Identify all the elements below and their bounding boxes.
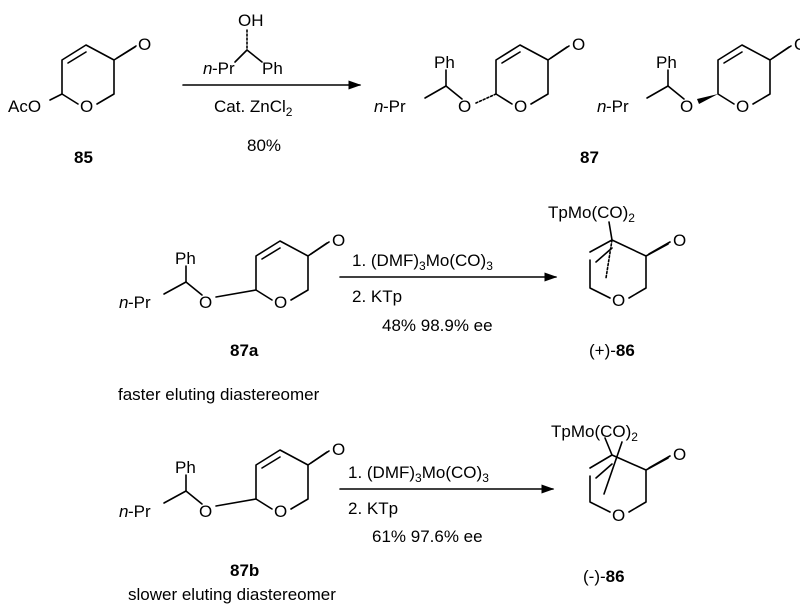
compound-87-isomer-2-structure	[646, 44, 792, 105]
ring-oxygen: O	[514, 97, 527, 116]
npr-italic: n	[597, 97, 606, 116]
ether-oxygen: O	[199, 293, 212, 312]
compound-plus-86-label: (+)-86	[589, 341, 635, 360]
phenyl-label: Ph	[262, 59, 283, 78]
complex-minus-86-structure	[589, 437, 671, 513]
ring-oxygen: O	[80, 97, 93, 116]
oxo-oxygen: O	[332, 440, 345, 459]
reagent-step2-label: 2. KTp	[352, 287, 402, 306]
compound-minus-86-label: (-)-86	[583, 567, 625, 586]
catalyst-label: Cat. ZnCl2	[214, 97, 293, 119]
ring-oxygen: O	[274, 293, 287, 312]
oxo-oxygen: O	[138, 35, 151, 54]
reagent-step1-label: 1. (DMF)3Mo(CO)3	[352, 251, 493, 273]
npr-italic: n	[203, 59, 212, 78]
alcohol-reagent-structure	[234, 29, 263, 63]
compound-85-structure	[49, 44, 137, 105]
phenyl-label: Ph	[656, 53, 677, 72]
ring-oxygen: O	[612, 506, 625, 525]
oxo-oxygen: O	[673, 445, 686, 464]
oxo-oxygen: O	[794, 35, 800, 54]
compound-87b-label: 87b	[230, 561, 259, 580]
yield-label: 80%	[247, 136, 281, 155]
compound-85-label: 85	[74, 148, 93, 167]
npr-italic: n	[119, 293, 128, 312]
acetoxy-label: AcO	[8, 97, 41, 116]
tpmo-label: TpMo(CO)2	[548, 203, 635, 225]
npr-italic: n	[119, 502, 128, 521]
yield-ee-label: 48% 98.9% ee	[382, 316, 493, 335]
phenyl-label: Ph	[434, 53, 455, 72]
ring-oxygen: O	[274, 502, 287, 521]
npr-label: -Pr	[128, 293, 151, 312]
compound-87b-structure	[163, 449, 330, 510]
npr-label: -Pr	[606, 97, 629, 116]
slower-eluting-note: slower eluting diastereomer	[128, 585, 336, 604]
reagent-step2-label: 2. KTp	[348, 499, 398, 518]
ether-oxygen: O	[458, 97, 471, 116]
npr-italic: n	[374, 97, 383, 116]
phenyl-label: Ph	[175, 458, 196, 477]
oxo-oxygen: O	[572, 35, 585, 54]
npr-label: -Pr	[383, 97, 406, 116]
hydroxyl-label: OH	[238, 11, 264, 30]
faster-eluting-note: faster eluting diastereomer	[118, 385, 320, 404]
complex-plus-86-structure	[589, 221, 671, 299]
npr-label: -Pr	[212, 59, 235, 78]
npr-label: -Pr	[128, 502, 151, 521]
ring-oxygen: O	[612, 291, 625, 310]
compound-87a-structure	[163, 240, 330, 301]
compound-87-isomer-1-structure	[424, 44, 570, 105]
oxo-oxygen: O	[332, 231, 345, 250]
ring-oxygen: O	[736, 97, 749, 116]
compound-87-label: 87	[580, 148, 599, 167]
ether-oxygen: O	[680, 97, 693, 116]
tpmo-label: TpMo(CO)2	[551, 422, 638, 444]
reagent-step1-label: 1. (DMF)3Mo(CO)3	[348, 463, 489, 485]
oxo-oxygen: O	[673, 231, 686, 250]
ether-oxygen: O	[199, 502, 212, 521]
phenyl-label: Ph	[175, 249, 196, 268]
yield-ee-label: 61% 97.6% ee	[372, 527, 483, 546]
compound-87a-label: 87a	[230, 341, 259, 360]
